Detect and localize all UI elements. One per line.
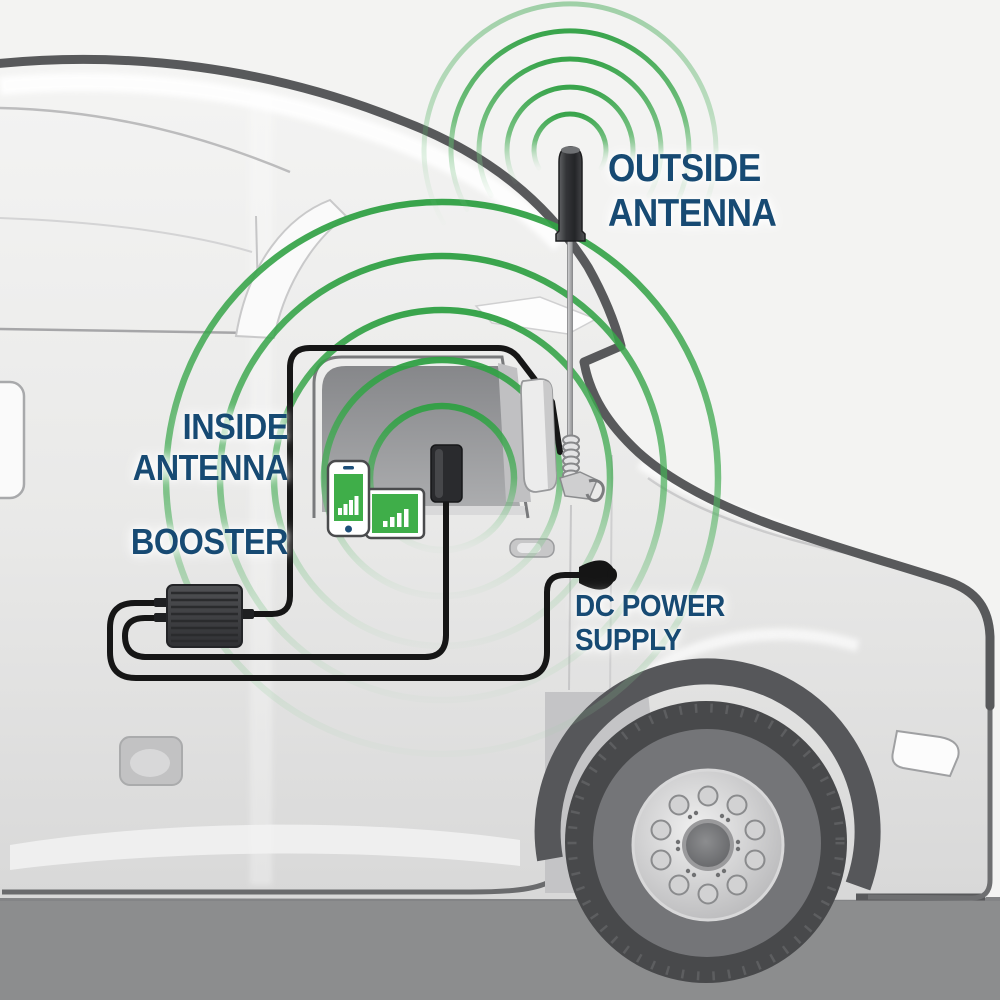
booster-unit — [154, 584, 254, 648]
fender-arch — [534, 658, 881, 891]
outside-antenna-body — [555, 146, 586, 242]
booster-label: BOOSTER — [130, 521, 289, 562]
mast-clamp — [559, 471, 598, 500]
outside-antenna — [555, 146, 586, 242]
truck-illustration — [0, 54, 995, 983]
phone-signal-bars-icon — [338, 496, 359, 515]
wheel-lug-nuts — [650, 785, 766, 905]
mast-clamp-hook — [585, 478, 605, 503]
inside-antenna-highlight — [435, 449, 443, 498]
phone-speaker — [343, 466, 354, 470]
headlight — [891, 729, 960, 778]
booster-fins — [171, 591, 238, 643]
front-wheel — [565, 701, 847, 983]
step-recess-inner — [130, 749, 170, 777]
tablet-icon — [364, 487, 426, 540]
dc-power-plug — [579, 560, 617, 590]
truck-outline — [0, 54, 995, 711]
sleeper-window — [0, 380, 26, 500]
ground — [0, 897, 1000, 1000]
phone-home-button — [345, 525, 352, 533]
roof-fairing-seam — [0, 106, 291, 174]
outside-antenna-cable — [239, 345, 563, 617]
hub-center — [686, 823, 730, 867]
dc-power-cable — [107, 572, 584, 681]
outside-antenna-cap — [561, 146, 580, 154]
bumper-outline — [867, 705, 993, 901]
cab-sheen — [250, 95, 272, 885]
window-sill — [330, 506, 525, 515]
outside-antenna-label: OUTSIDE ANTENNA — [608, 147, 777, 235]
tire-tread-ticks — [567, 703, 845, 981]
tablet-signal-bars-icon — [383, 509, 409, 527]
hub-bolts — [675, 810, 741, 878]
roof-highlight — [0, 73, 567, 251]
phone-icon — [326, 459, 371, 538]
mirror-and-mast — [520, 237, 605, 503]
inside-antenna-cable — [122, 495, 449, 660]
sleeper-seam-upper — [0, 217, 253, 253]
inside-antenna-label: INSIDE ANTENNA — [132, 406, 289, 489]
side-mirror-shade — [543, 380, 556, 489]
skirt-highlight — [10, 824, 520, 870]
outside-antenna-signal-arcs — [421, 1, 719, 226]
cables — [107, 345, 584, 681]
dc-power-supply-label: DC POWER SUPPLY — [575, 588, 725, 658]
booster-box — [166, 584, 243, 648]
